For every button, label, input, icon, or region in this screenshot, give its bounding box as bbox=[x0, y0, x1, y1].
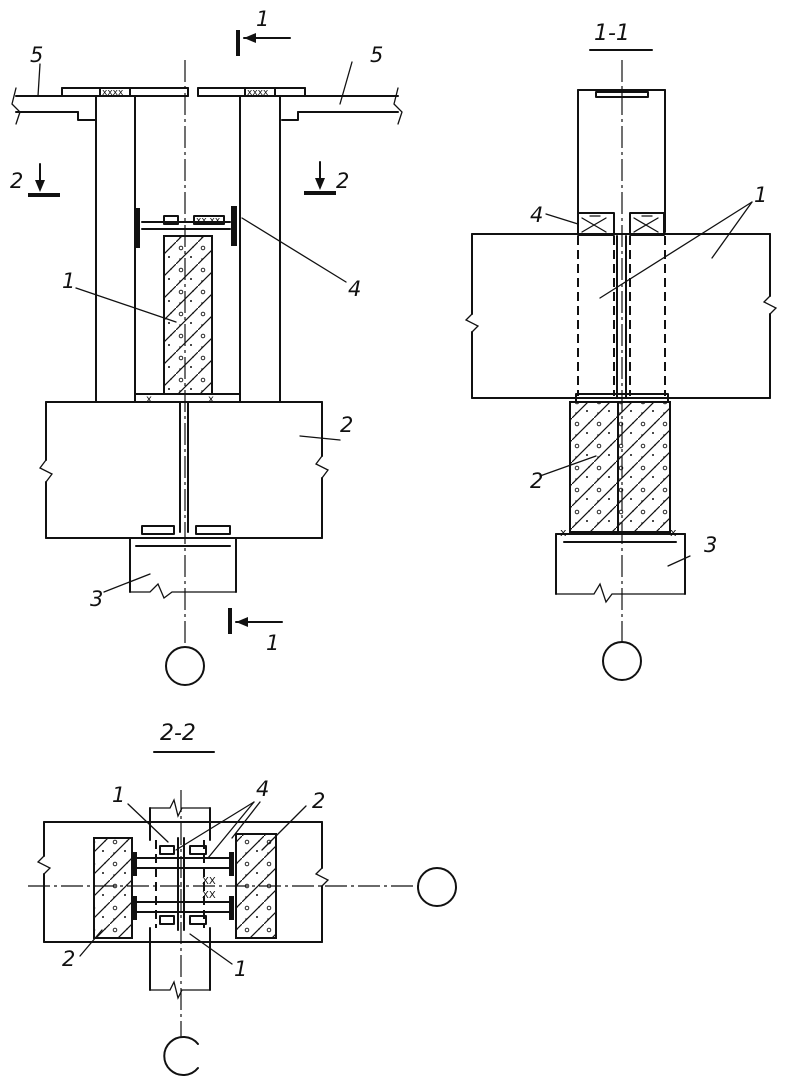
view-section-1-1: 1-1 x x bbox=[464, 21, 778, 681]
column-right bbox=[239, 95, 281, 403]
svg-text:XX: XX bbox=[202, 876, 216, 887]
axis-bubble-2-2-right bbox=[417, 867, 457, 907]
slab-right bbox=[197, 87, 403, 125]
section-mark-left: 2 bbox=[10, 163, 60, 197]
svg-text:XX: XX bbox=[202, 890, 216, 901]
svg-text:1: 1 bbox=[256, 7, 269, 31]
label-1-1-beam: 2 bbox=[530, 469, 543, 493]
concrete-infill bbox=[163, 235, 213, 395]
svg-text:1: 1 bbox=[266, 631, 279, 655]
svg-text:2: 2 bbox=[336, 169, 349, 193]
svg-text:x: x bbox=[560, 526, 567, 539]
axis-bubble-2-2-bottom bbox=[163, 1036, 199, 1076]
svg-text:xxxx: xxxx bbox=[102, 88, 124, 98]
svg-text:xxxx: xxxx bbox=[247, 88, 269, 98]
view-elevation: xxxx xxxx xx xx x x bbox=[10, 7, 403, 686]
svg-text:2: 2 bbox=[10, 169, 23, 193]
svg-text:x: x bbox=[208, 394, 214, 405]
title-1-1: 1-1 bbox=[594, 21, 630, 46]
section-mark-bottom: 1 bbox=[228, 608, 283, 655]
label-2-2-beam-right: 2 bbox=[312, 789, 325, 813]
top-pads: xxxx xxxx bbox=[99, 87, 276, 98]
label-beam: 2 bbox=[340, 413, 353, 437]
label-foundation: 3 bbox=[90, 587, 103, 611]
svg-text:xx xx: xx xx bbox=[196, 216, 221, 226]
label-2-2-col-top: 1 bbox=[112, 783, 125, 807]
label-2-2-bolts: 4 bbox=[256, 777, 269, 801]
label-2-2-beam-left: 2 bbox=[62, 947, 75, 971]
section-mark-right: 2 bbox=[304, 161, 349, 195]
label-2-2-col-bottom: 1 bbox=[234, 957, 247, 981]
axis-bubble bbox=[165, 646, 205, 686]
column-left bbox=[95, 95, 136, 403]
label-slab-right: 5 bbox=[370, 43, 383, 67]
concrete-column-1-1 bbox=[569, 401, 671, 533]
section-mark-top: 1 bbox=[236, 7, 291, 56]
view-section-2-2: 2-2 XX XX bbox=[28, 721, 457, 1076]
bolt-connection: xx xx bbox=[134, 206, 237, 248]
concrete-left-2-2 bbox=[93, 837, 133, 939]
label-bolts: 4 bbox=[348, 277, 361, 301]
label-1-1-col: 1 bbox=[754, 183, 767, 207]
svg-text:x: x bbox=[146, 394, 152, 405]
title-2-2: 2-2 bbox=[160, 721, 196, 746]
axis-bubble-1-1 bbox=[602, 641, 642, 681]
svg-text:x: x bbox=[670, 526, 677, 539]
label-1-1-bolts: 4 bbox=[530, 203, 543, 227]
label-slab-left: 5 bbox=[30, 43, 43, 67]
label-1-1-found: 3 bbox=[704, 533, 717, 557]
crossbeam bbox=[39, 401, 329, 539]
foundation bbox=[129, 537, 237, 600]
label-column: 1 bbox=[62, 269, 75, 293]
